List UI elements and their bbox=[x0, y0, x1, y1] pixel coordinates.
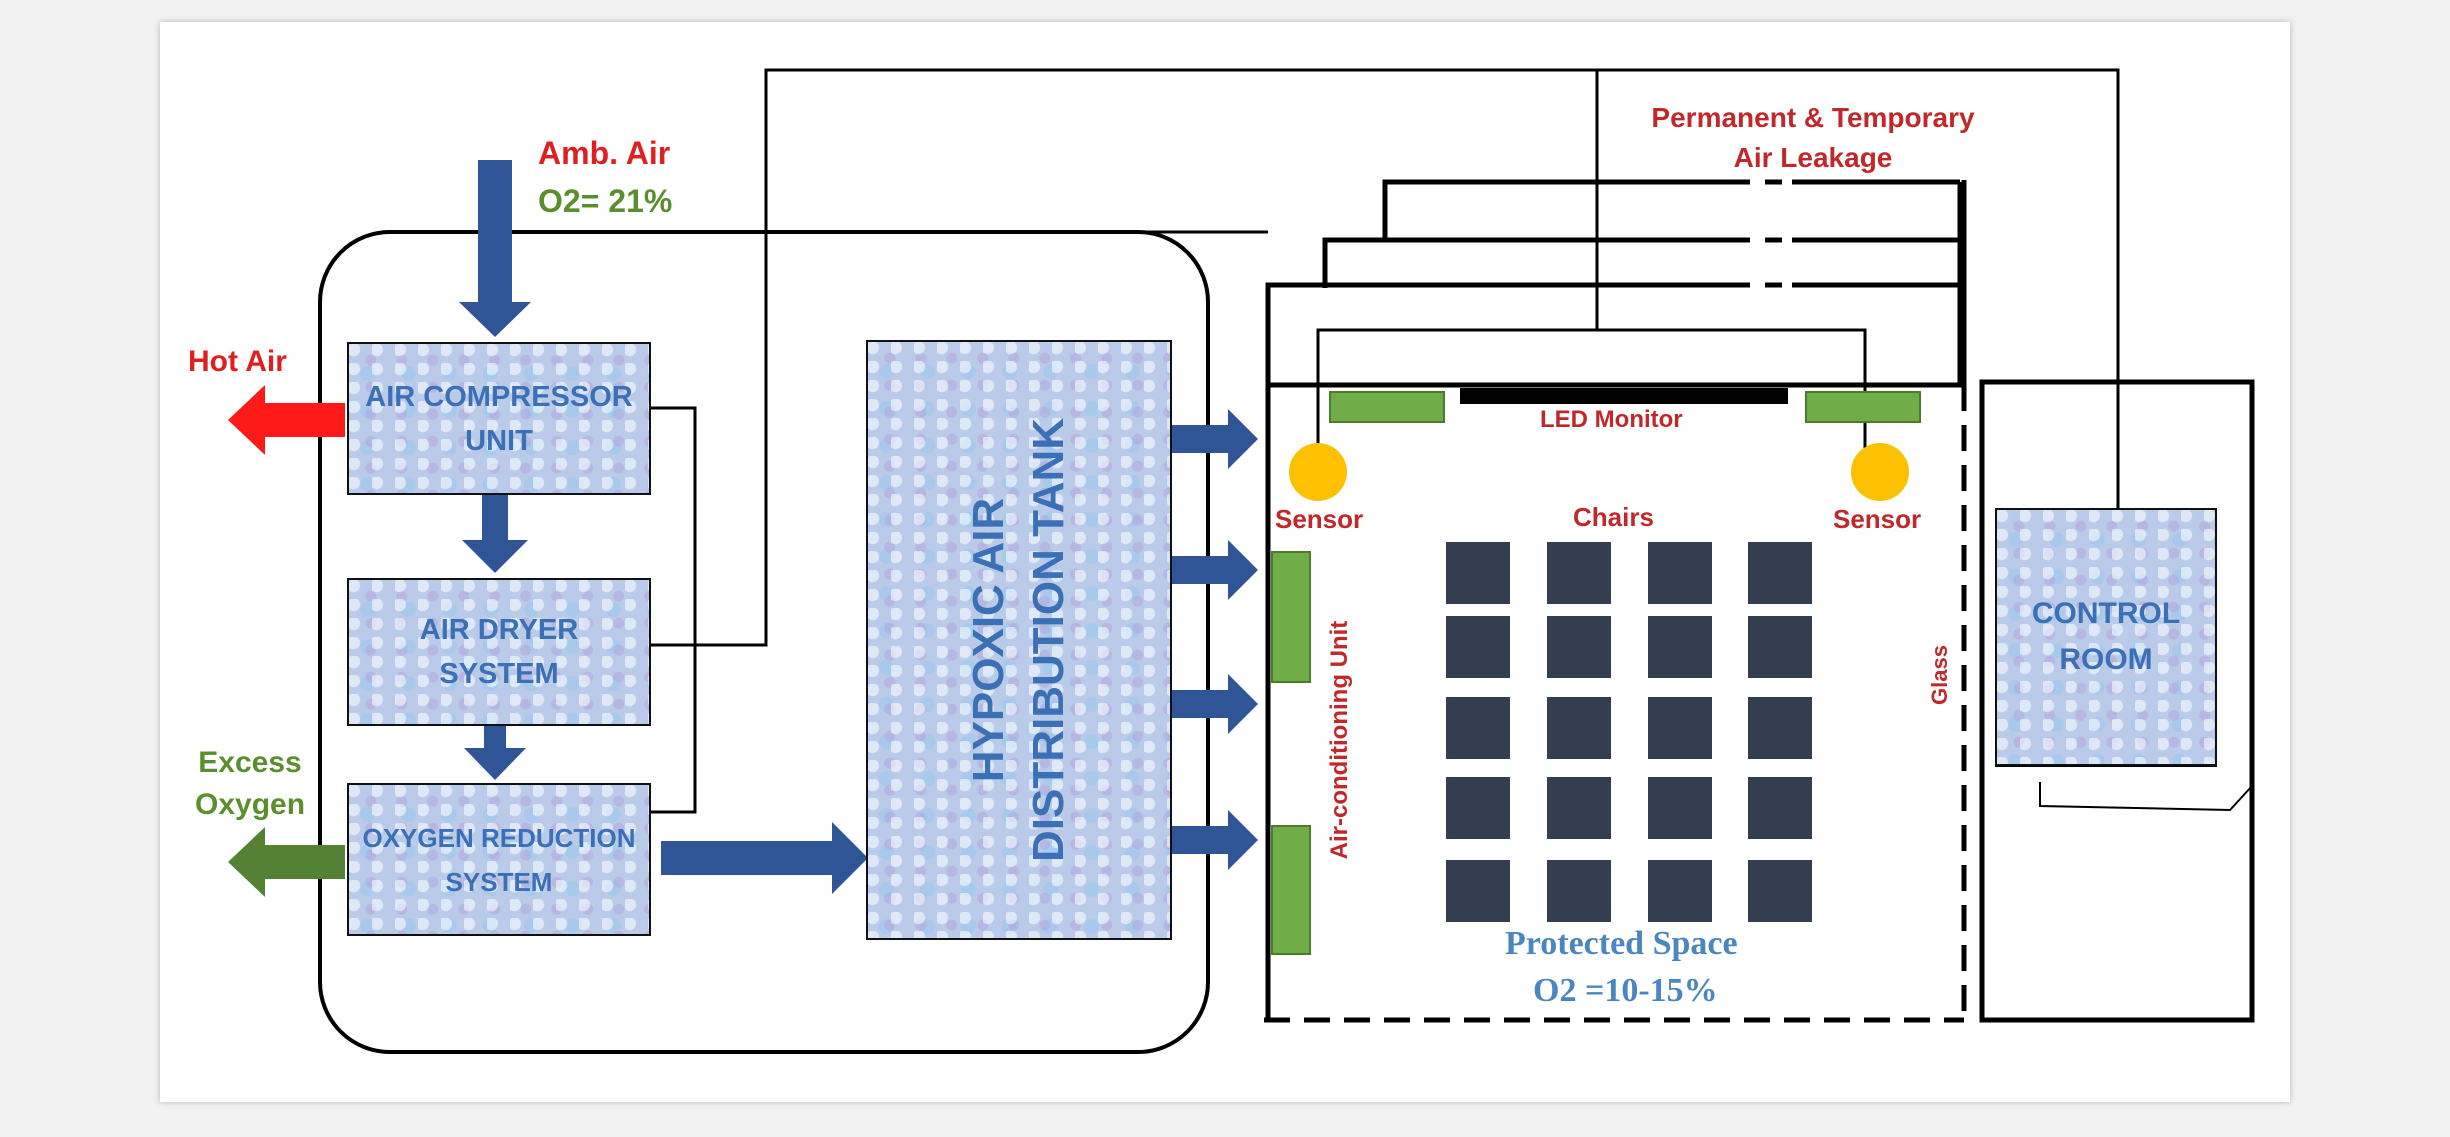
sensor-right-label: Sensor bbox=[1833, 504, 1922, 534]
arrow-hot-air bbox=[228, 385, 345, 455]
arrow-tank-room-4 bbox=[1172, 810, 1258, 870]
chair-1 bbox=[1446, 542, 1510, 604]
chair-15 bbox=[1648, 777, 1712, 839]
excess-oxygen-line2: Oxygen bbox=[195, 788, 306, 821]
control-room: CONTROL ROOM bbox=[1995, 508, 2217, 766]
chair-7 bbox=[1648, 616, 1712, 678]
green-panel-top-left bbox=[1329, 391, 1445, 423]
compressor-label-1: AIR COMPRESSOR bbox=[365, 380, 633, 413]
ac-unit-upper bbox=[1271, 551, 1311, 683]
arrow-dryer-oxygen bbox=[464, 726, 526, 780]
excess-oxygen-line1: Excess bbox=[198, 746, 302, 779]
room-layers bbox=[1265, 179, 1967, 385]
protected-o2-label: O2 =10-15% bbox=[1533, 972, 1718, 1009]
glass-label: Glass bbox=[1927, 645, 1952, 705]
protected-space-label: Protected Space bbox=[1505, 925, 1738, 962]
chair-6 bbox=[1547, 616, 1611, 678]
tank-label-2: DISTRIBUTION TANK bbox=[1024, 417, 1074, 863]
control-label-2: ROOM bbox=[2059, 643, 2153, 676]
protected-room bbox=[1264, 382, 1967, 1023]
chair-14 bbox=[1547, 777, 1611, 839]
oxygen-reduction-system: OXYGEN REDUCTION SYSTEM bbox=[347, 783, 651, 936]
dryer-wire bbox=[651, 68, 2120, 647]
chair-2 bbox=[1547, 542, 1611, 604]
ac-unit-lower bbox=[1271, 825, 1311, 955]
compressor-label-2: UNIT bbox=[465, 424, 533, 457]
control-room-outline bbox=[1979, 379, 2255, 1023]
chair-9 bbox=[1446, 697, 1510, 759]
chair-13 bbox=[1446, 777, 1510, 839]
chair-19 bbox=[1648, 860, 1712, 922]
chairs-grid bbox=[1446, 542, 1812, 922]
hot-air-label: Hot Air bbox=[188, 345, 287, 378]
chair-16 bbox=[1748, 777, 1812, 839]
oxygen-label-1: OXYGEN REDUCTION bbox=[362, 822, 636, 853]
sensor-left-icon bbox=[1289, 443, 1347, 501]
arrow-oxygen-tank bbox=[661, 822, 868, 894]
sensor-left-label: Sensor bbox=[1275, 504, 1364, 534]
chair-17 bbox=[1446, 860, 1510, 922]
flow-arrows bbox=[459, 160, 1258, 894]
chairs-label: Chairs bbox=[1573, 502, 1654, 532]
arrow-tank-room-3 bbox=[1172, 674, 1258, 734]
chair-20 bbox=[1748, 860, 1812, 922]
air-compressor-unit: AIR COMPRESSOR UNIT bbox=[347, 342, 651, 495]
chair-4 bbox=[1748, 542, 1812, 604]
chair-12 bbox=[1748, 697, 1812, 759]
oxygen-label-2: SYSTEM bbox=[445, 866, 553, 897]
ambient-o2-label: O2= 21% bbox=[538, 183, 673, 219]
green-panel-top-right bbox=[1805, 391, 1921, 423]
chair-8 bbox=[1748, 616, 1812, 678]
compressor-wire bbox=[651, 406, 697, 814]
chair-10 bbox=[1547, 697, 1611, 759]
arrow-compressor-dryer bbox=[462, 495, 528, 573]
air-dryer-system: AIR DRYER SYSTEM bbox=[347, 578, 651, 726]
led-monitor bbox=[1460, 388, 1788, 404]
dryer-label-2: SYSTEM bbox=[439, 658, 559, 690]
air-leakage-line1: Permanent & Temporary bbox=[1651, 102, 1975, 133]
air-leakage-label: Permanent & Temporary Air Leakage bbox=[1628, 98, 1998, 178]
chair-3 bbox=[1648, 542, 1712, 604]
arrow-tank-room-1 bbox=[1172, 409, 1258, 469]
chair-18 bbox=[1547, 860, 1611, 922]
air-leakage-line2: Air Leakage bbox=[1733, 142, 1893, 173]
tank-label-1: HYPOXIC AIR bbox=[964, 497, 1014, 783]
excess-oxygen-label: Excess Oxygen bbox=[195, 742, 305, 826]
chair-11 bbox=[1648, 697, 1712, 759]
arrow-tank-room-2 bbox=[1172, 540, 1258, 600]
led-monitor-label: LED Monitor bbox=[1540, 406, 1683, 433]
control-label-1: CONTROL bbox=[2031, 597, 2181, 630]
chair-5 bbox=[1446, 616, 1510, 678]
ambient-air-label: Amb. Air bbox=[538, 135, 671, 171]
arrow-ambient-in bbox=[459, 160, 531, 337]
leakage-gaps bbox=[1750, 178, 1792, 289]
arrow-excess-oxygen bbox=[228, 827, 345, 897]
ac-unit-label: Air-conditioning Unit bbox=[1326, 620, 1353, 860]
sensor-right-icon bbox=[1851, 443, 1909, 501]
dryer-label-1: AIR DRYER bbox=[419, 614, 579, 646]
control-desk bbox=[2039, 782, 2253, 812]
